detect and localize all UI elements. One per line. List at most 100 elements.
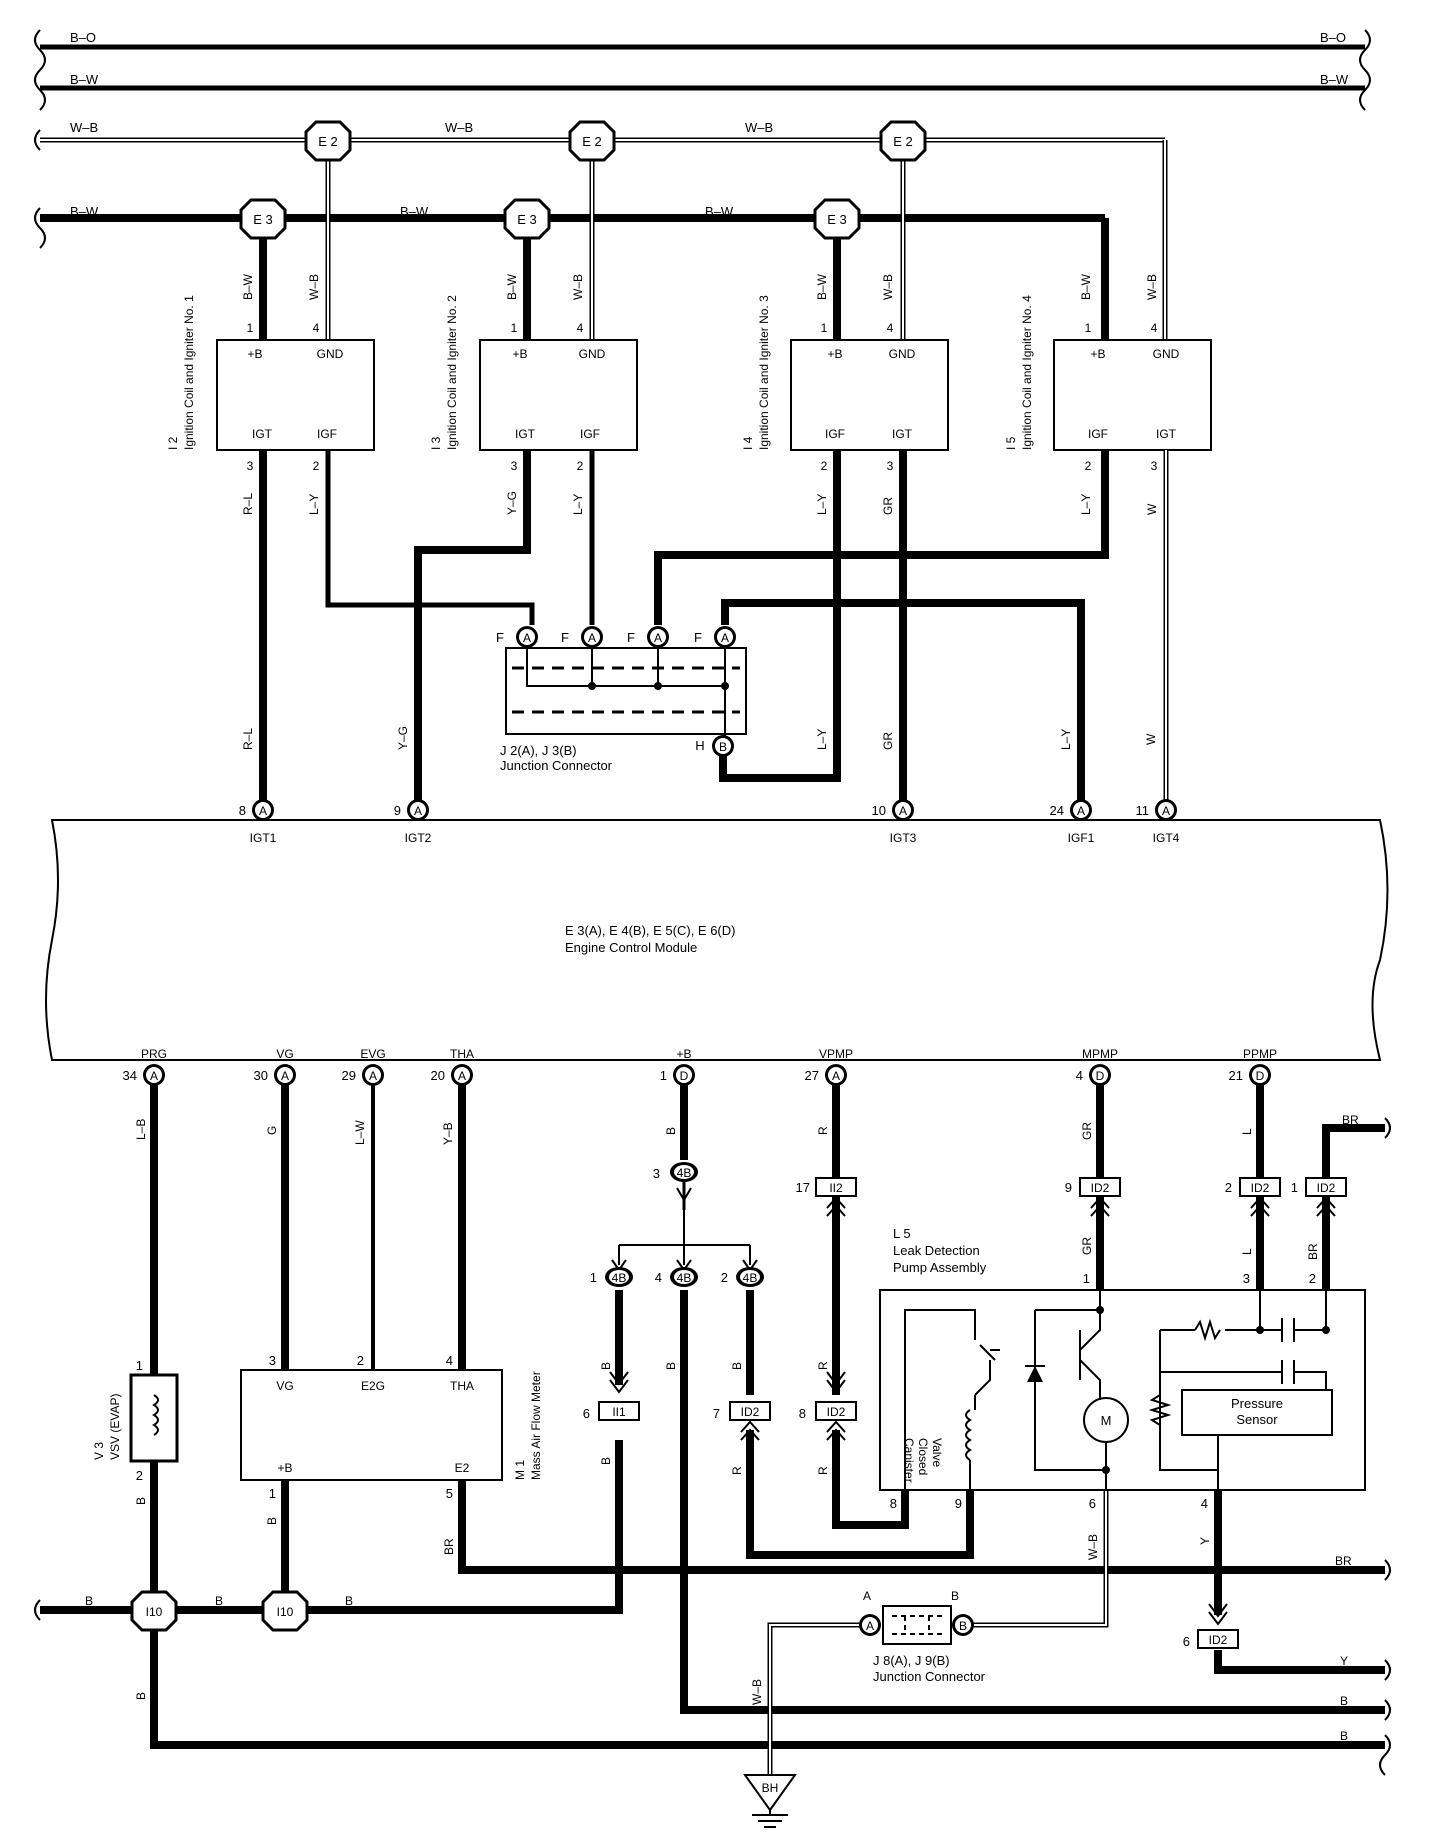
svg-text:4: 4 [1151, 321, 1158, 335]
svg-text:R: R [730, 1466, 744, 1475]
junction-pin-f1: F A [496, 626, 538, 648]
mid-wiring [259, 450, 1169, 806]
svg-text:MPMP: MPMP [1082, 1047, 1118, 1061]
svg-text:Pressure: Pressure [1231, 1396, 1283, 1411]
svg-text:A: A [281, 1069, 289, 1083]
svg-text:GND: GND [579, 347, 606, 361]
ecm-title: E 3(A), E 4(B), E 5(C), E 6(D) [565, 923, 735, 938]
ecm-pin-b: +B 1 D [660, 1047, 695, 1086]
svg-text:1: 1 [590, 1270, 597, 1285]
svg-text:Valve: Valve [930, 1438, 944, 1467]
ecm-pin-prg: PRG 34 A [123, 1047, 167, 1086]
svg-text:6: 6 [1183, 1634, 1190, 1649]
svg-text:THA: THA [450, 1379, 474, 1393]
svg-text:B–W: B–W [505, 273, 519, 300]
svg-text:A: A [654, 631, 662, 645]
svg-text:3: 3 [1243, 1271, 1250, 1286]
svg-text:D: D [1096, 1069, 1105, 1083]
svg-text:4B: 4B [677, 1271, 692, 1285]
svg-text:BR: BR [1342, 1113, 1359, 1127]
svg-text:Ignition Coil and Igniter No.: Ignition Coil and Igniter No. 4 [1020, 295, 1034, 450]
svg-text:1: 1 [269, 1486, 276, 1501]
connector-id2-7: 7 ID2 [713, 1401, 771, 1441]
svg-text:B: B [719, 740, 727, 754]
svg-text:R: R [816, 1361, 830, 1370]
top-bus [34, 29, 1371, 249]
e3-splice-1: E 3 [239, 198, 287, 240]
svg-text:W–B: W–B [1086, 1534, 1100, 1560]
svg-text:A: A [414, 804, 422, 818]
i10-splice-2: I10 [261, 1590, 309, 1632]
svg-text:W: W [1145, 503, 1159, 515]
svg-text:B: B [345, 1594, 353, 1608]
svg-text:I10: I10 [146, 1605, 163, 1619]
svg-text:GR: GR [1080, 1237, 1094, 1255]
svg-text:1: 1 [821, 321, 828, 335]
svg-text:+B: +B [827, 347, 842, 361]
svg-text:4: 4 [446, 1353, 453, 1368]
ecm-pin-igt2: 9 A IGT2 [394, 799, 432, 845]
svg-text:8: 8 [799, 1406, 806, 1421]
svg-text:VSV (EVAP): VSV (EVAP) [108, 1394, 122, 1460]
svg-text:Canister: Canister [902, 1438, 916, 1483]
junction1-title: J 2(A), J 3(B) [500, 743, 577, 758]
svg-text:A: A [832, 1069, 840, 1083]
svg-text:II2: II2 [829, 1181, 843, 1195]
svg-text:29: 29 [342, 1068, 356, 1083]
svg-text:IGT: IGT [892, 427, 913, 441]
connector-4b-top: 3 4B [653, 1162, 698, 1202]
svg-text:B–W: B–W [815, 273, 829, 300]
ecm-pin-igt3: 10 A IGT3 [872, 799, 917, 845]
svg-text:1: 1 [511, 321, 518, 335]
svg-text:G: G [265, 1126, 279, 1135]
svg-text:Mass Air Flow Meter: Mass Air Flow Meter [529, 1371, 543, 1480]
connector-4b-4: 4 4B [655, 1259, 698, 1287]
svg-text:R: R [816, 1466, 830, 1475]
svg-text:4: 4 [577, 321, 584, 335]
junction-connector-j8-j9: A B A B J 8(A), J 9(B) Junction Connecto… [859, 1589, 986, 1684]
svg-text:E2: E2 [455, 1461, 470, 1475]
svg-text:IGT1: IGT1 [250, 831, 277, 845]
svg-text:9: 9 [1065, 1180, 1072, 1195]
svg-text:E 2: E 2 [893, 134, 913, 149]
svg-text:E 3: E 3 [827, 212, 847, 227]
connector-id2-9: 9 ID2 [1065, 1177, 1121, 1217]
svg-text:L: L [1240, 1128, 1254, 1135]
svg-text:IGF: IGF [1088, 427, 1108, 441]
svg-text:6: 6 [583, 1406, 590, 1421]
svg-text:3: 3 [247, 459, 254, 473]
svg-text:VG: VG [276, 1047, 293, 1061]
svg-text:E 3: E 3 [253, 212, 273, 227]
svg-text:GND: GND [1153, 347, 1180, 361]
svg-text:I10: I10 [277, 1605, 294, 1619]
leak-detection-pump: L 5 Leak Detection Pump Assembly 1 3 2 8… [879, 1226, 1366, 1511]
svg-text:1: 1 [1291, 1180, 1298, 1195]
junction-pin-f2: F A [561, 626, 603, 648]
svg-text:B: B [599, 1457, 613, 1465]
svg-text:GR: GR [881, 497, 895, 515]
svg-text:E2G: E2G [361, 1379, 385, 1393]
svg-text:Y: Y [1340, 1654, 1348, 1668]
svg-text:F: F [694, 630, 702, 645]
svg-text:EVG: EVG [360, 1047, 385, 1061]
svg-text:B–W: B–W [1079, 273, 1093, 300]
svg-text:A: A [458, 1069, 466, 1083]
svg-text:L–B: L–B [134, 1119, 148, 1140]
bus-bw-mid1-label: B–W [400, 204, 429, 219]
svg-text:W–B: W–B [571, 274, 585, 300]
svg-text:Sensor: Sensor [1236, 1412, 1278, 1427]
svg-text:30: 30 [254, 1068, 268, 1083]
svg-text:6: 6 [1089, 1496, 1096, 1511]
connector-ii1: 6 II1 [583, 1371, 640, 1421]
svg-text:8: 8 [239, 803, 246, 818]
svg-text:3: 3 [1151, 459, 1158, 473]
junction1-subtitle: Junction Connector [500, 758, 613, 773]
junction-pin-f4: F A [694, 626, 736, 648]
svg-text:Ignition Coil and Igniter No.: Ignition Coil and Igniter No. 2 [445, 295, 459, 450]
svg-text:BR: BR [1306, 1243, 1320, 1260]
ecm-top-pins: 8 A IGT1 9 A IGT2 10 A IGT3 24 A IGF1 11… [239, 799, 1180, 845]
svg-text:IGF: IGF [580, 427, 600, 441]
svg-text:1: 1 [1085, 321, 1092, 335]
svg-text:11: 11 [1136, 803, 1150, 818]
svg-text:B: B [134, 1692, 148, 1700]
